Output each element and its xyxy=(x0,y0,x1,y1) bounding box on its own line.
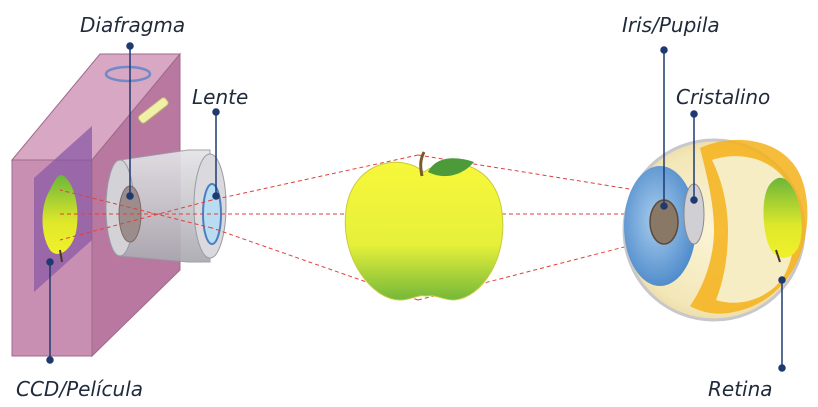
camera-top-ring xyxy=(104,65,152,83)
camera-flash xyxy=(137,97,169,124)
ccd-apple-image xyxy=(42,175,78,254)
apple-body xyxy=(344,161,504,301)
leader-iris-dot-end xyxy=(660,202,668,210)
label-diafragma: Diafragma xyxy=(80,13,185,37)
leader-ccd-dot-end xyxy=(46,356,54,364)
retina-apple-image xyxy=(763,177,802,258)
leader-cristalino-dot-top xyxy=(690,110,698,118)
apple-stem xyxy=(419,151,426,177)
ray-cross-camera-a xyxy=(59,199,213,241)
eye xyxy=(622,138,808,322)
leader-ccd-dot-top xyxy=(46,258,54,266)
leader-retina-dot-end xyxy=(778,364,786,372)
ray-top-camera xyxy=(211,154,419,201)
label-iris: Iris/Pupila xyxy=(622,13,720,37)
apple-leaf xyxy=(428,158,474,177)
leader-lente-dot-end xyxy=(212,192,220,200)
label-ccd: CCD/Película xyxy=(16,377,143,401)
leader-diafragma-dot-top xyxy=(126,42,134,50)
leader-lines xyxy=(46,42,786,372)
lens-glass xyxy=(202,183,222,245)
ccd-image-stem xyxy=(59,249,63,263)
camera xyxy=(10,52,227,358)
ray-cross-camera-b xyxy=(59,189,213,229)
label-lente: Lente xyxy=(192,85,248,109)
label-cristalino: Cristalino xyxy=(676,85,770,109)
leader-cristalino-dot-end xyxy=(690,196,698,204)
label-retina: Retina xyxy=(708,377,773,401)
leader-retina-dot-top xyxy=(778,276,786,284)
ray-top-eye xyxy=(417,154,699,201)
retina-image-stem xyxy=(775,249,781,263)
leader-iris-dot-top xyxy=(660,46,668,54)
leader-lente-dot-top xyxy=(212,108,220,116)
apple xyxy=(344,151,504,301)
leader-diafragma-dot-end xyxy=(126,192,134,200)
